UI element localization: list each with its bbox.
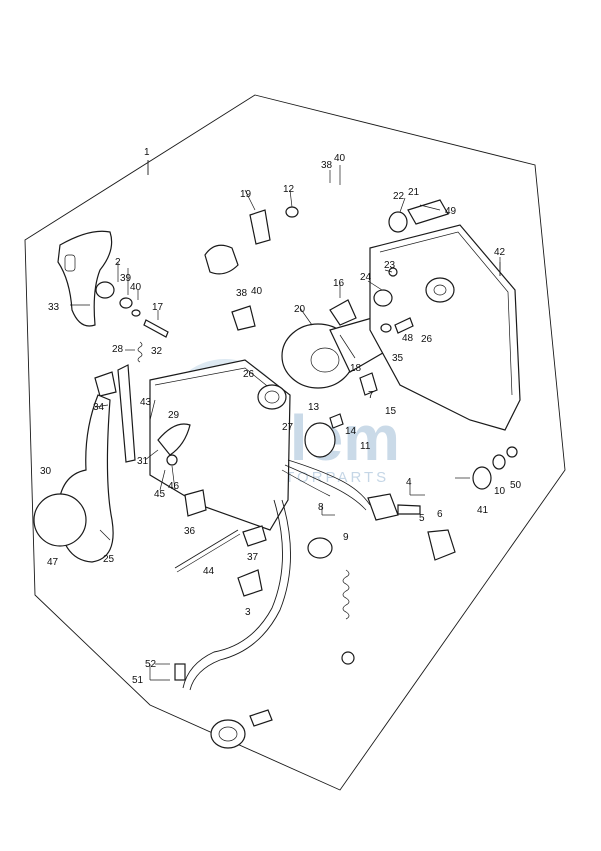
label-15: 15	[385, 406, 397, 417]
label-45: 45	[154, 489, 166, 500]
label-19: 19	[240, 189, 252, 200]
label-6: 6	[437, 509, 443, 520]
label-52: 52	[145, 659, 157, 670]
label-26b: 26	[421, 334, 433, 345]
label-32: 32	[151, 346, 163, 357]
label-43: 43	[140, 397, 152, 408]
label-2: 2	[115, 257, 121, 268]
label-5: 5	[419, 513, 425, 524]
label-48: 48	[402, 333, 414, 344]
label-25: 25	[103, 554, 115, 565]
label-13: 13	[308, 402, 320, 413]
label-18: 18	[350, 363, 362, 374]
label-1: 1	[144, 147, 150, 158]
label-12: 12	[283, 184, 295, 195]
label-8: 8	[318, 502, 324, 513]
label-22: 22	[393, 191, 405, 202]
label-21: 21	[408, 187, 420, 198]
label-27: 27	[282, 422, 294, 433]
label-36: 36	[184, 526, 196, 537]
label-50: 50	[510, 480, 522, 491]
label-33: 33	[48, 302, 60, 313]
label-34: 34	[93, 402, 105, 413]
label-4: 4	[406, 477, 412, 488]
assembly-outline	[24, 94, 566, 791]
label-47: 47	[47, 557, 59, 568]
knob-label: SUZUKI	[40, 518, 66, 525]
label-17: 17	[152, 302, 164, 313]
label-31: 31	[137, 456, 149, 467]
label-38b: 38	[236, 288, 248, 299]
label-20: 20	[294, 304, 306, 315]
label-40c: 40	[251, 286, 263, 297]
label-29: 29	[168, 410, 180, 421]
label-10: 10	[494, 486, 506, 497]
label-42: 42	[494, 247, 506, 258]
label-35: 35	[392, 353, 404, 364]
label-30: 30	[40, 466, 52, 477]
label-51: 51	[132, 675, 144, 686]
label-38a: 38	[321, 160, 333, 171]
label-24: 24	[360, 272, 372, 283]
label-3: 3	[245, 607, 251, 618]
label-26a: 26	[243, 369, 255, 380]
label-46: 46	[168, 481, 180, 492]
label-28: 28	[112, 344, 124, 355]
part-cover-plate	[369, 224, 521, 431]
part-housing	[149, 359, 291, 531]
label-9: 9	[343, 532, 349, 543]
label-14: 14	[345, 426, 357, 437]
label-40b: 40	[130, 282, 142, 293]
label-7: 7	[368, 390, 374, 401]
label-16: 16	[333, 278, 345, 289]
part-labels: 2 3 4 5 6 7 8 9 10 11 12 13 14 15 16 17 …	[40, 153, 522, 686]
label-49: 49	[445, 206, 457, 217]
label-44: 44	[203, 566, 215, 577]
label-23: 23	[384, 260, 396, 271]
label-11: 11	[360, 441, 371, 452]
label-39: 39	[120, 273, 132, 284]
label-41: 41	[477, 505, 489, 516]
label-37: 37	[247, 552, 259, 563]
label-40a: 40	[334, 153, 346, 164]
leader-lines	[70, 165, 501, 681]
part-handle-grip	[57, 230, 113, 327]
